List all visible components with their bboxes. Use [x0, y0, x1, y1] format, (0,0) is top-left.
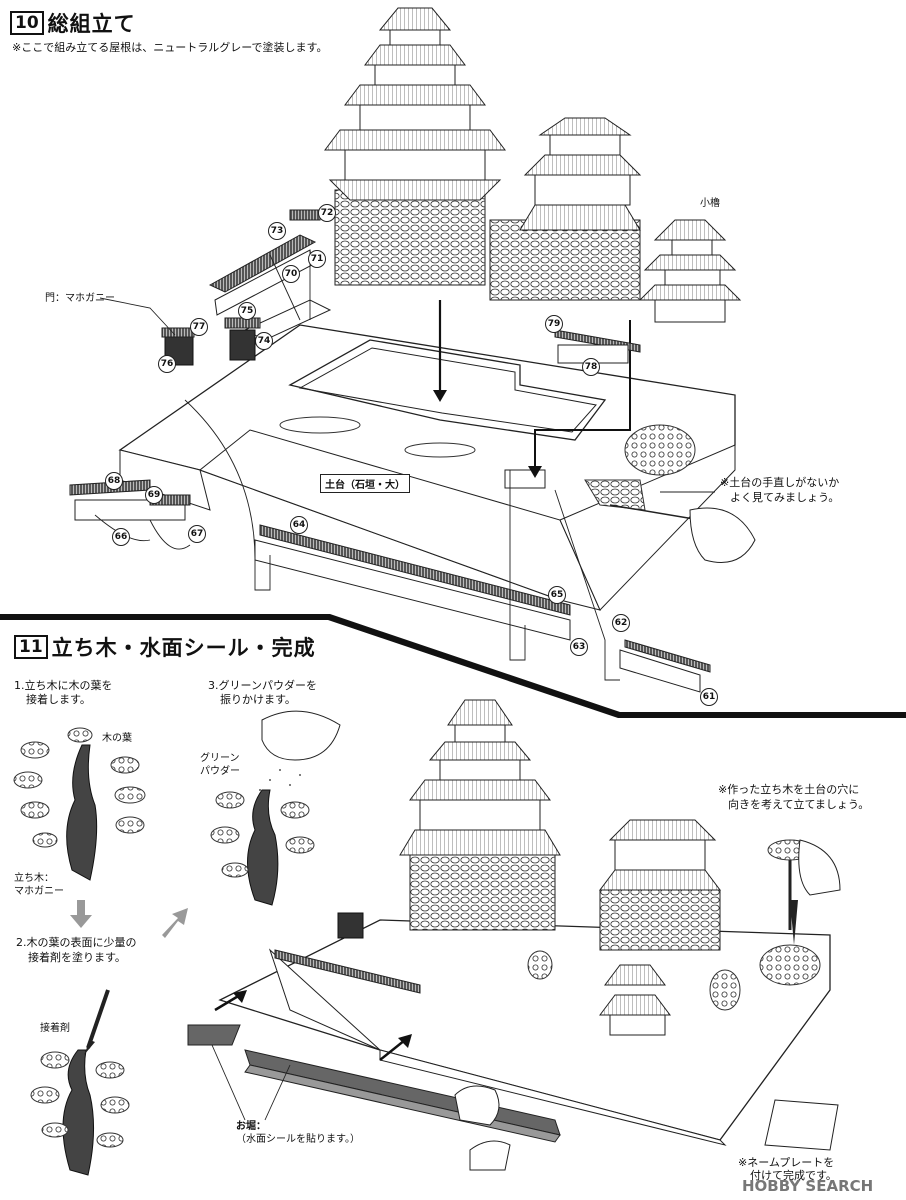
assembly-arrow-turret: [534, 320, 631, 470]
main-castle-keep-10: [324, 7, 642, 301]
part-number: 66: [112, 528, 130, 546]
tree-step3: [210, 710, 341, 906]
completed-diorama: [218, 699, 841, 1151]
part-number: 76: [158, 355, 176, 373]
part-number: 62: [612, 614, 630, 632]
part-number: 71: [308, 250, 326, 268]
nameplate-note-1: ※ネームプレートを: [738, 1156, 835, 1169]
part-number: 69: [145, 486, 163, 504]
castle-base-10: [118, 324, 736, 611]
step-11-number: 11: [14, 635, 48, 659]
sub3-line1: 3.グリーンパウダーを: [208, 679, 317, 692]
part-number: 73: [268, 222, 286, 240]
part-number: 65: [548, 586, 566, 604]
part-number: 75: [238, 302, 256, 320]
wall-parts-10: [69, 209, 711, 693]
nameplate-note-2: 付けて完成です。: [750, 1169, 837, 1182]
sub2-line2: 接着剤を塗ります。: [28, 951, 126, 964]
step-11-header: 11 立ち木・水面シール・完成: [14, 632, 316, 662]
step-10-note: ※ここで組み立てる屋根は、ニュートラルグレーで塗装します。: [12, 41, 328, 54]
part-number: 67: [188, 525, 206, 543]
part-number: 72: [318, 204, 336, 222]
sub2-line1: 2.木の葉の表面に少量の: [16, 936, 137, 949]
check-note-2: よく見てみましょう。: [730, 491, 840, 504]
tree-step2: [30, 989, 130, 1176]
arrow-down-grey: [70, 900, 92, 928]
label-base: 土台（石垣・大）: [320, 474, 410, 493]
watermark-logo: HOBBY SEARCH: [742, 1177, 874, 1195]
step-10-header: 10 総組立て: [10, 8, 136, 38]
part-number: 70: [282, 265, 300, 283]
step-10-number: 10: [10, 11, 44, 35]
hand-brush-10: [609, 504, 756, 563]
sub1-line1: 1.立ち木に木の葉を: [14, 679, 113, 692]
powder-label-2: パウダー: [200, 766, 240, 777]
small-turret: [638, 219, 742, 323]
leaf-label: 木の葉: [102, 733, 132, 744]
moat-label-2: （水面シールを貼ります。）: [236, 1134, 360, 1145]
check-note-1: ※土台の手直しがないか: [720, 476, 840, 489]
part-number: 61: [700, 688, 718, 706]
tree-note-2: 向きを考えて立てましょう。: [728, 798, 870, 811]
tree-step1: [13, 727, 146, 881]
part-number: 63: [570, 638, 588, 656]
glue-label: 接着剤: [40, 1023, 70, 1034]
sub1-line2: 接着します。: [26, 693, 91, 706]
part-number: 77: [190, 318, 208, 336]
powder-label-1: グリーン: [200, 753, 240, 764]
step-11-title: 立ち木・水面シール・完成: [51, 636, 316, 660]
part-number: 64: [290, 516, 308, 534]
arrow-up-grey: [162, 908, 188, 938]
part-number: 79: [545, 315, 563, 333]
step-10-title: 総組立て: [47, 12, 136, 36]
tree-note-1: ※作った立ち木を土台の穴に: [718, 783, 860, 796]
label-mon: 門：マホガニー: [45, 293, 115, 304]
label-koyagura: 小櫓: [700, 198, 720, 209]
step-divider: [0, 614, 906, 718]
moat-seal-small: [187, 1024, 241, 1046]
trunk-label-1: 立ち木：: [14, 873, 54, 884]
part-number: 74: [255, 332, 273, 350]
trunk-label-2: マホガニー: [14, 886, 64, 897]
part-number: 68: [105, 472, 123, 490]
sub3-line2: 振りかけます。: [220, 693, 296, 706]
part-number: 78: [582, 358, 600, 376]
moat-label-1: お堀：: [236, 1121, 266, 1132]
